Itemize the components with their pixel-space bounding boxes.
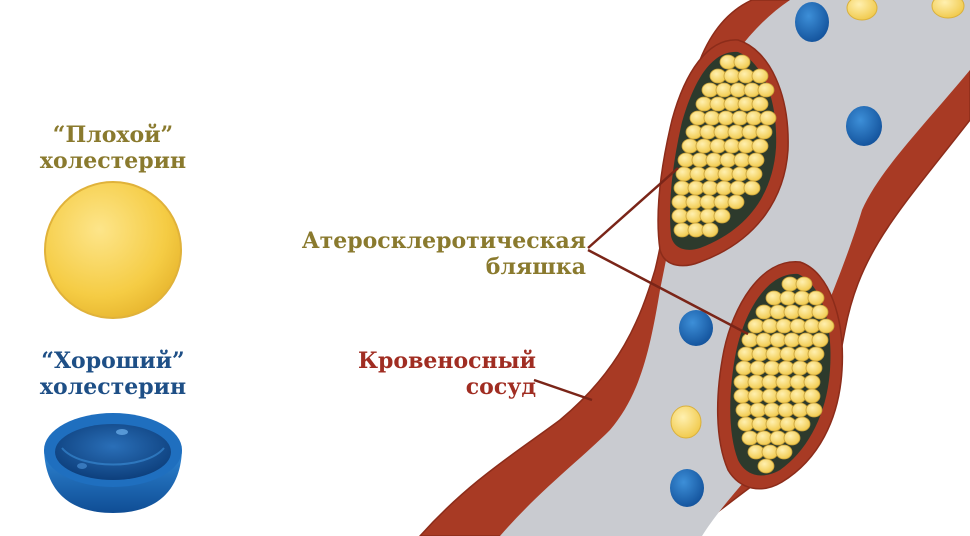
good-cholesterol-particle bbox=[795, 2, 829, 42]
fat-globule bbox=[701, 222, 719, 238]
bad-cholesterol-particle bbox=[931, 0, 965, 19]
fat-globule bbox=[805, 402, 823, 418]
good-cholesterol-label: “Хороший” холестерин bbox=[39, 348, 187, 400]
fat-globule bbox=[775, 444, 793, 460]
good-cholesterol-particle bbox=[846, 106, 882, 146]
fat-globule bbox=[783, 430, 801, 446]
fat-globule bbox=[793, 416, 811, 432]
fat-globule bbox=[803, 388, 821, 404]
vessel-label: Кровеносный сосуд bbox=[358, 348, 536, 400]
fat-globule bbox=[811, 332, 829, 348]
bad-cholesterol-label: “Плохой” холестерин bbox=[39, 122, 187, 174]
bad-cholesterol-particle bbox=[846, 0, 878, 21]
fat-globule bbox=[803, 374, 821, 390]
fat-globule bbox=[805, 360, 823, 376]
fat-globule bbox=[795, 276, 813, 292]
plaque-upper bbox=[657, 39, 789, 267]
fat-globule bbox=[807, 290, 825, 306]
fat-globule bbox=[757, 458, 775, 474]
fat-globule bbox=[747, 152, 765, 168]
fat-globule bbox=[817, 318, 835, 334]
fat-globule bbox=[713, 208, 731, 224]
fat-globule bbox=[745, 166, 763, 182]
fat-globule bbox=[759, 110, 777, 126]
fat-globule bbox=[751, 96, 769, 112]
good-cholesterol-bowl bbox=[44, 413, 182, 513]
good-cholesterol-particle bbox=[670, 469, 704, 507]
fat-globule bbox=[811, 304, 829, 320]
fat-globule bbox=[751, 138, 769, 154]
good-cholesterol-particle bbox=[679, 310, 713, 346]
plaque-lower bbox=[716, 261, 844, 490]
fat-globule bbox=[755, 124, 773, 140]
fat-globule bbox=[733, 54, 751, 70]
leader-lines bbox=[533, 167, 749, 402]
fat-globule bbox=[751, 68, 769, 84]
fat-globule bbox=[807, 346, 825, 362]
fat-globule bbox=[757, 82, 775, 98]
plaque-label: Атеросклеротическая бляшка bbox=[301, 228, 586, 280]
fat-globule bbox=[743, 180, 761, 196]
fat-globule bbox=[727, 194, 745, 210]
bad-cholesterol-sphere bbox=[44, 181, 182, 319]
bad-cholesterol-particle bbox=[670, 405, 702, 439]
